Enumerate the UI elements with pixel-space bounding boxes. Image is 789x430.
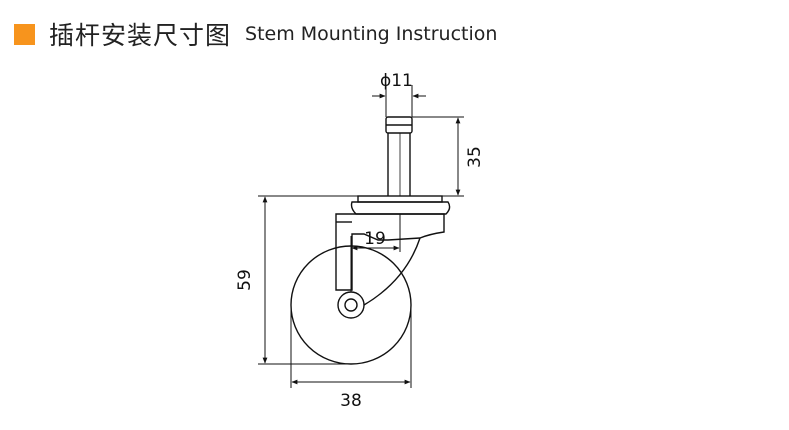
label-offset: 19	[364, 229, 386, 249]
label-stem-length: 35	[465, 146, 485, 168]
dim-stem-diameter	[372, 85, 426, 117]
bearing-housing	[350, 201, 451, 215]
dim-total-height	[258, 195, 358, 365]
section-header: 插杆安装尺寸图 Stem Mounting Instruction	[14, 18, 497, 50]
dim-offset	[350, 214, 401, 292]
axle-outer	[337, 291, 365, 319]
top-plate	[357, 195, 443, 203]
title-english: Stem Mounting Instruction	[245, 23, 498, 45]
dim-stem-length	[412, 116, 464, 197]
label-total-height: 59	[235, 269, 255, 291]
title-chinese: 插杆安装尺寸图	[49, 21, 232, 50]
label-stem-diameter: ϕ11	[380, 71, 413, 91]
label-wheel-diameter: 38	[340, 391, 362, 411]
orange-square-marker	[14, 23, 35, 45]
dim-wheel-diameter	[290, 305, 412, 388]
fork-bracket	[335, 213, 445, 291]
axle-inner	[344, 298, 358, 312]
fork-leg	[363, 237, 421, 306]
